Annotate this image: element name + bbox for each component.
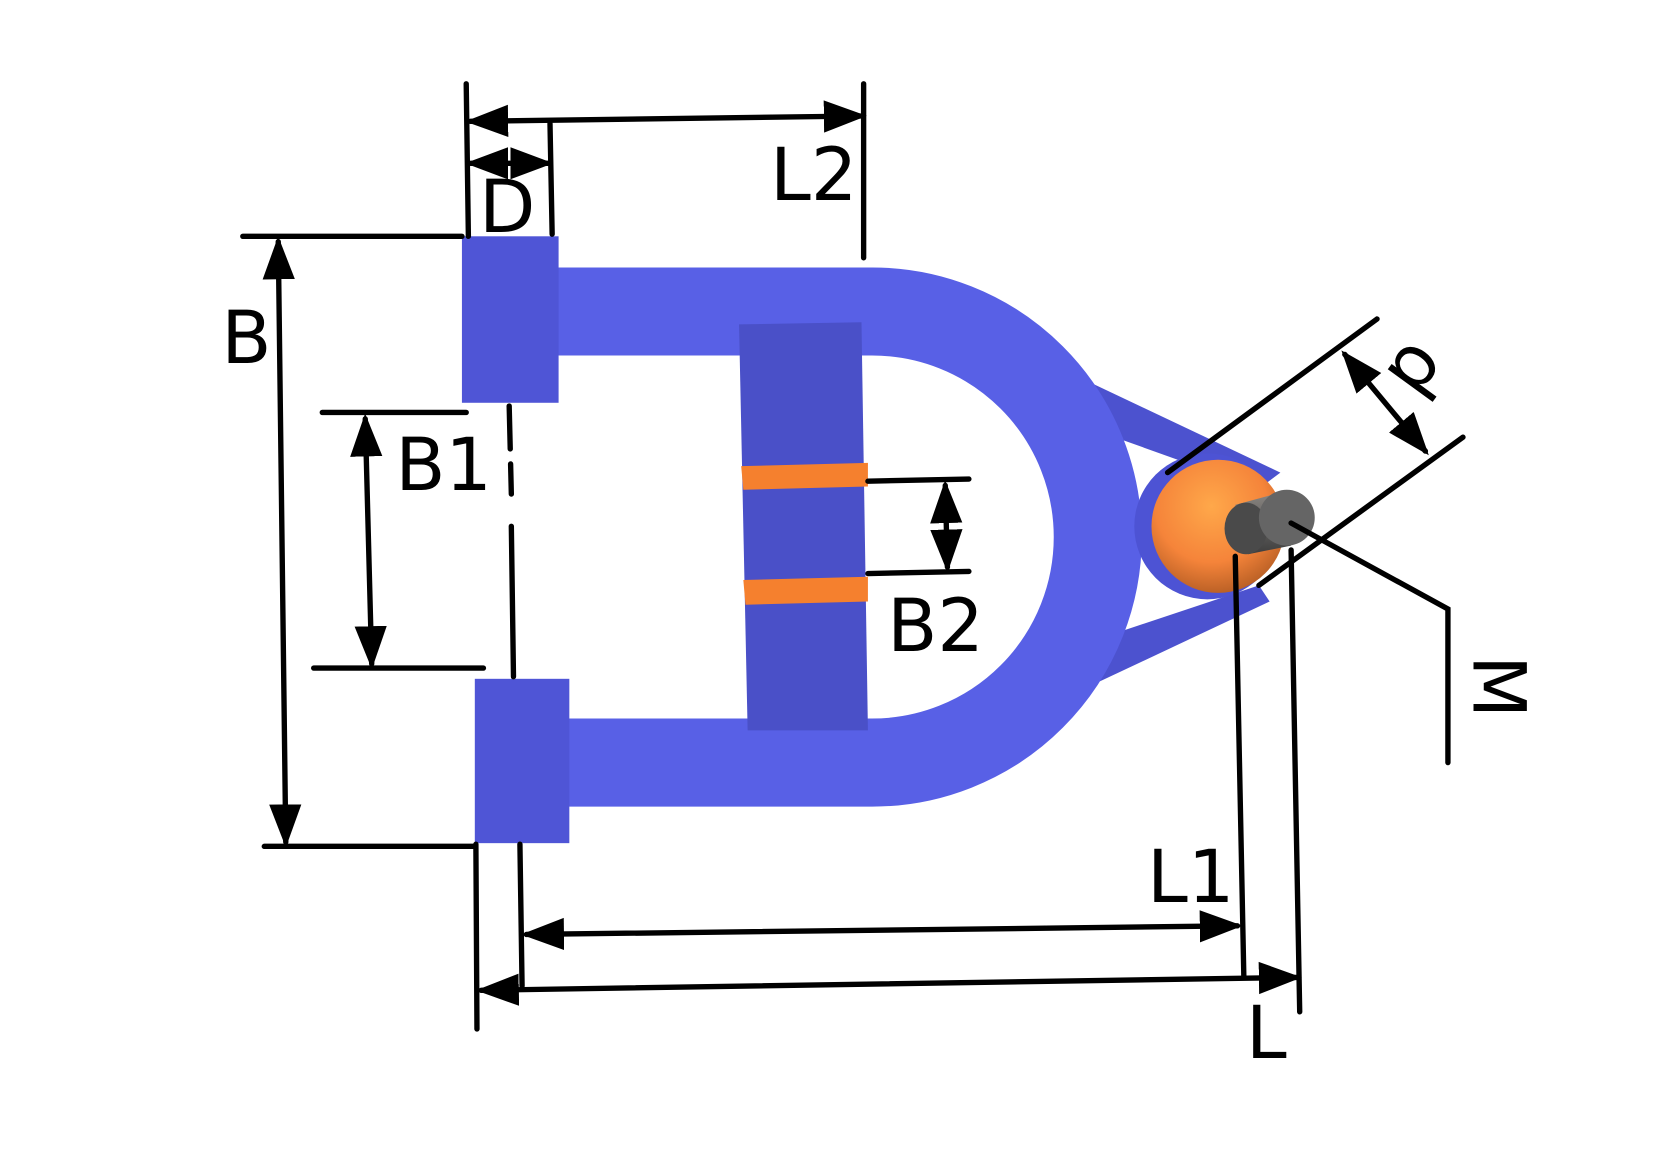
top-eye-block [461, 236, 559, 403]
label-m: M [1456, 655, 1541, 718]
label-b1: B1 [395, 423, 492, 508]
label-d-upper: D [479, 165, 535, 250]
label-l1: L1 [1147, 835, 1234, 920]
dimension-lines [240, 81, 1466, 1032]
ball [1151, 459, 1285, 593]
label-l2: L2 [770, 133, 857, 218]
label-b2: B2 [887, 584, 984, 669]
lower-web [1081, 585, 1270, 688]
label-b: B [221, 296, 271, 381]
shackle-body [461, 236, 1315, 844]
label-l: L [1246, 991, 1287, 1076]
pin [1224, 489, 1315, 555]
orange-stripe-bottom [743, 576, 868, 605]
bottom-eye-block [474, 678, 570, 844]
middle-bar [739, 322, 868, 731]
u-bow [533, 267, 1142, 807]
orange-stripe-top [741, 462, 868, 490]
